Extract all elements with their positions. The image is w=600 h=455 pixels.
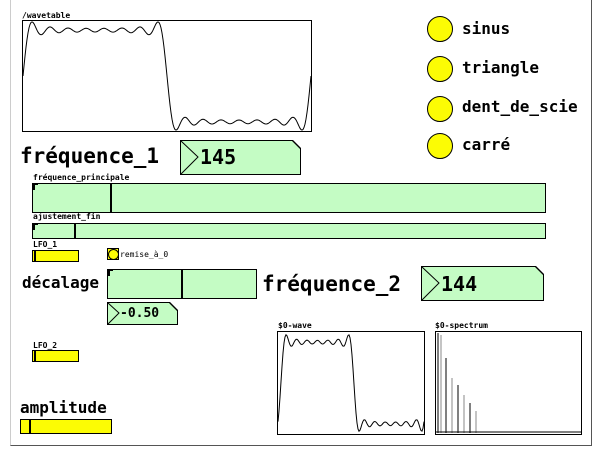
toggle-dent-de-scie-label: dent_de_scie — [462, 97, 578, 116]
ajustement-label: ajustement_fin — [33, 212, 101, 221]
lfo1-slider[interactable] — [32, 250, 79, 262]
ajustement-slider[interactable] — [32, 223, 546, 239]
toggle-carre-label: carré — [462, 135, 511, 154]
wave-graph[interactable] — [277, 331, 425, 435]
canvas-frame — [10, 0, 592, 446]
decalage-slider[interactable] — [107, 269, 257, 299]
decalage-label: décalage — [22, 273, 100, 292]
lfo2-slider[interactable] — [32, 350, 79, 362]
spectrum-graph[interactable] — [435, 331, 582, 435]
toggle-sinus-label: sinus — [462, 19, 511, 38]
wave-label: $0-wave — [278, 321, 312, 330]
spectrum-label: $0-spectrum — [435, 321, 488, 330]
remise-bang[interactable] — [107, 248, 119, 260]
freq1-number-box[interactable]: 145 — [180, 140, 301, 175]
freq1-value: 145 — [200, 145, 237, 169]
toggle-triangle-label: triangle — [462, 58, 540, 77]
remise-label: remise_à_0 — [120, 250, 169, 259]
wavetable-graph[interactable] — [22, 20, 312, 132]
freq-principale-slider[interactable] — [32, 183, 546, 213]
toggle-dent-de-scie[interactable] — [425, 94, 455, 124]
amplitude-slider[interactable] — [20, 419, 112, 434]
freq1-label: fréquence_1 — [20, 144, 160, 168]
toggle-carre[interactable] — [425, 131, 455, 161]
decalage-number-box[interactable]: -0.50 — [107, 302, 178, 325]
lfo1-label: LFO_1 — [33, 240, 58, 249]
freq2-label: fréquence_2 — [262, 272, 402, 296]
freq2-value: 144 — [441, 272, 478, 296]
freq2-number-box[interactable]: 144 — [421, 266, 544, 301]
toggle-sinus[interactable] — [425, 14, 455, 44]
lfo2-label: LFO_2 — [33, 341, 58, 350]
freq-principale-label: fréquence_principale — [33, 173, 130, 182]
wavetable-label: /wavetable — [22, 11, 71, 20]
decalage-value: -0.50 — [120, 306, 160, 321]
amplitude-label: amplitude — [20, 398, 107, 417]
toggle-triangle[interactable] — [425, 54, 455, 84]
